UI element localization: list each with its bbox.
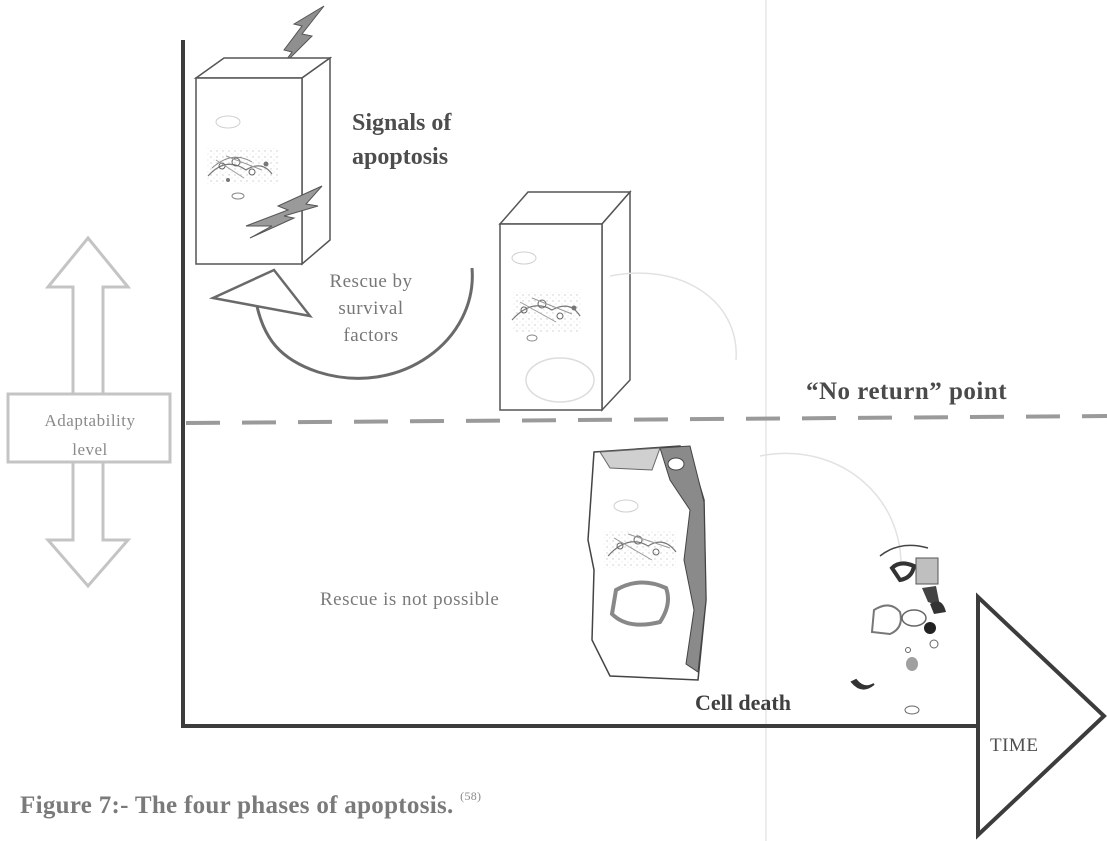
no-return-point-label: “No return” point: [806, 378, 1007, 406]
apoptotic-cell-icon: [196, 58, 330, 264]
rescue-line-3: factors: [316, 322, 426, 349]
rescue-arrow-head: [213, 270, 310, 316]
figure-caption: Figure 7:- The four phases of apoptosis.…: [20, 792, 481, 820]
time-arrow-head: [978, 597, 1104, 835]
cell-death-label: Cell death: [695, 690, 791, 716]
rescue-not-possible-label: Rescue is not possible: [320, 589, 499, 611]
cell-fragments-icon: [852, 545, 946, 714]
faint-halo: [760, 453, 901, 580]
damaged-cell-icon: [588, 446, 706, 680]
caption-reference: (58): [460, 789, 481, 803]
adaptability-line-2: level: [10, 435, 170, 464]
signals-line-1: Signals of: [352, 106, 512, 140]
adaptability-line-1: Adaptability: [10, 406, 170, 435]
time-axis-label: TIME: [990, 735, 1038, 757]
no-return-line: [186, 416, 1107, 423]
signals-line-2: apoptosis: [352, 140, 512, 174]
rescue-by-survival-factors-label: Rescue by survival factors: [316, 268, 426, 349]
rescue-line-1: Rescue by: [316, 268, 426, 295]
signals-of-apoptosis-label: Signals of apoptosis: [352, 106, 512, 174]
cell-icon: [500, 192, 630, 410]
caption-text: Figure 7:- The four phases of apoptosis.: [20, 792, 454, 819]
rescue-line-2: survival: [316, 295, 426, 322]
adaptability-level-label: Adaptability level: [10, 406, 170, 464]
